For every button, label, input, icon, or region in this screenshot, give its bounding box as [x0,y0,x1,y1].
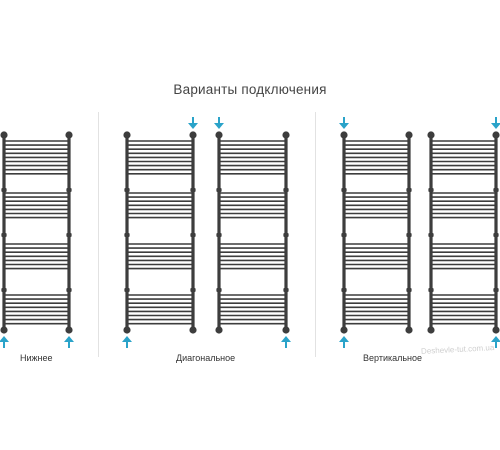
post-cap [0,326,8,334]
post-cap [427,326,435,334]
arrow-head [64,336,74,342]
post-cap [405,326,413,334]
arrow-head [188,123,198,129]
page-title: Варианты подключения [173,82,327,97]
mount-bracket [283,233,289,237]
post-cap [65,131,73,139]
towel-rail-4 [340,131,413,334]
mount-bracket [283,288,289,292]
mount-bracket [428,288,434,292]
mount-bracket [493,188,499,192]
arrow-head [339,336,349,342]
mount-bracket [428,233,434,237]
arrow-head [491,336,500,342]
mount-bracket [216,188,222,192]
post-cap [340,131,348,139]
mount-bracket [406,288,412,292]
mount-bracket [1,288,7,292]
post-cap [65,326,73,334]
towel-rail-2 [123,131,197,334]
mount-bracket [341,288,347,292]
arrow-head [214,123,224,129]
post-cap [282,326,290,334]
arrow-head [281,336,291,342]
mount-bracket [216,288,222,292]
mount-bracket [428,188,434,192]
post-cap [215,131,223,139]
towel-rail-5 [427,131,500,334]
arrow-down-icon [214,117,224,129]
arrow-head [339,123,349,129]
mount-bracket [1,188,7,192]
arrow-up-icon [281,336,291,348]
mount-bracket [493,288,499,292]
post-cap [189,131,197,139]
mount-bracket [124,288,130,292]
arrow-up-icon [491,336,500,348]
mount-bracket [341,233,347,237]
mount-bracket [66,288,72,292]
post-cap [492,131,500,139]
towel-rail-1 [0,131,73,334]
arrow-up-icon [339,336,349,348]
arrow-down-icon [491,117,500,129]
post-cap [0,131,8,139]
arrow-down-icon [188,117,198,129]
post-cap [492,326,500,334]
mount-bracket [406,188,412,192]
arrow-up-icon [64,336,74,348]
mount-bracket [66,233,72,237]
mount-bracket [493,233,499,237]
mount-bracket [190,233,196,237]
arrow-up-icon [122,336,132,348]
mount-bracket [124,188,130,192]
label-vertical: Вертикальное [363,353,423,363]
divider-left [98,112,99,357]
label-bottom: Нижнее [20,353,53,363]
post-cap [340,326,348,334]
arrow-head [491,123,500,129]
mount-bracket [341,188,347,192]
post-cap [215,326,223,334]
mount-bracket [406,233,412,237]
post-cap [282,131,290,139]
arrow-head [122,336,132,342]
mount-bracket [1,233,7,237]
mount-bracket [124,233,130,237]
post-cap [123,131,131,139]
arrow-head [0,336,9,342]
mount-bracket [190,288,196,292]
mount-bracket [283,188,289,192]
arrow-up-icon [0,336,9,348]
mount-bracket [190,188,196,192]
post-cap [427,131,435,139]
mount-bracket [66,188,72,192]
mount-bracket [216,233,222,237]
divider-right [315,112,316,357]
towel-rail-3 [215,131,290,334]
post-cap [189,326,197,334]
post-cap [123,326,131,334]
arrow-down-icon [339,117,349,129]
label-diagonal: Диагональное [176,353,236,363]
post-cap [405,131,413,139]
